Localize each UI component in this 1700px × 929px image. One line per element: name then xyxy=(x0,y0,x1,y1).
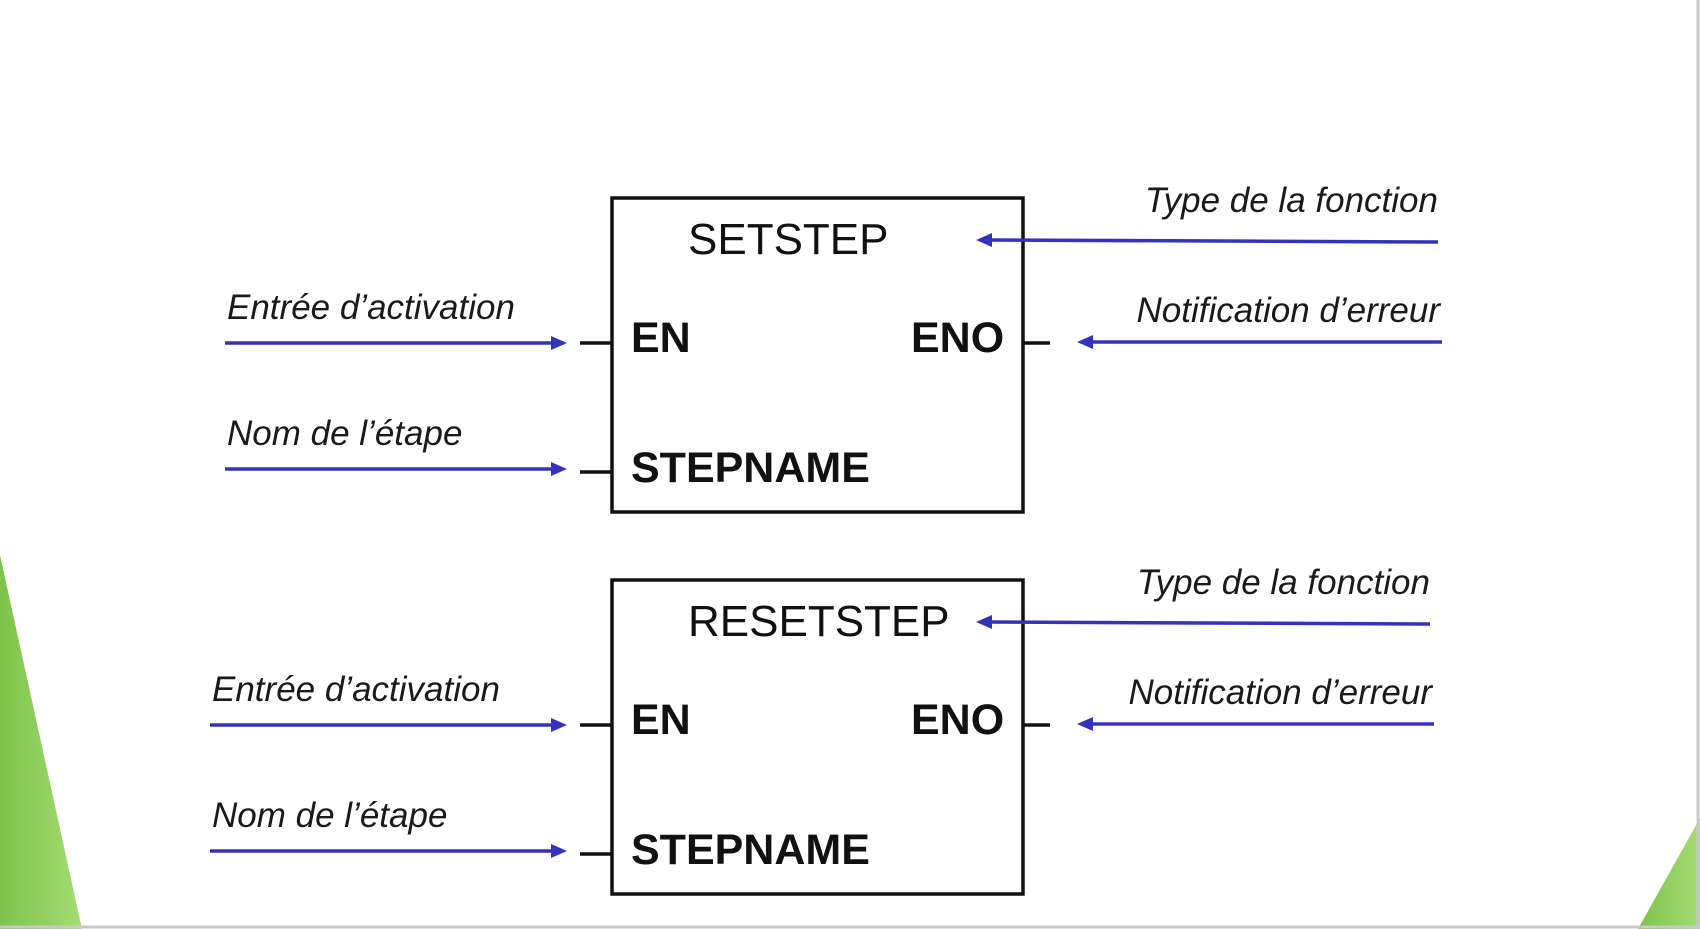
resetstep-stepname-pin: STEPNAME xyxy=(631,826,870,874)
setstep-eno-pin: ENO xyxy=(911,314,1004,362)
resetstep-block: RESETSTEP EN ENO STEPNAME Type de la fon… xyxy=(210,563,1434,896)
setstep-type-label: Type de la fonction xyxy=(1145,181,1438,220)
resetstep-box xyxy=(610,578,1025,896)
resetstep-type-arrow xyxy=(976,615,1431,629)
resetstep-en-pin: EN xyxy=(631,696,691,744)
resetstep-step-arrow xyxy=(210,844,567,858)
resetstep-error-arrow xyxy=(1077,717,1434,731)
setstep-activation-arrow xyxy=(225,336,567,350)
setstep-en-pin: EN xyxy=(631,314,691,362)
setstep-block: SETSTEP EN ENO STEPNAME Type de la fonct… xyxy=(225,181,1442,514)
setstep-error-label: Notification d’erreur xyxy=(1137,291,1442,330)
resetstep-activation-arrow xyxy=(210,718,567,732)
resetstep-title: RESETSTEP xyxy=(688,597,950,646)
setstep-activation-label: Entrée d’activation xyxy=(227,288,515,327)
green-corner-right xyxy=(1638,818,1700,929)
setstep-stepname-pin: STEPNAME xyxy=(631,444,870,492)
setstep-title: SETSTEP xyxy=(688,215,889,264)
setstep-type-arrow xyxy=(976,233,1439,247)
setstep-error-arrow xyxy=(1077,335,1442,349)
resetstep-type-label: Type de la fonction xyxy=(1137,563,1430,602)
green-corner-left xyxy=(0,555,82,929)
resetstep-eno-pin: ENO xyxy=(911,696,1004,744)
setstep-step-label: Nom de l’étape xyxy=(227,414,462,453)
resetstep-step-label: Nom de l’étape xyxy=(212,796,447,835)
setstep-step-arrow xyxy=(225,462,567,476)
setstep-box xyxy=(610,196,1025,514)
resetstep-error-label: Notification d’erreur xyxy=(1129,673,1434,712)
resetstep-activation-label: Entrée d’activation xyxy=(212,670,500,709)
